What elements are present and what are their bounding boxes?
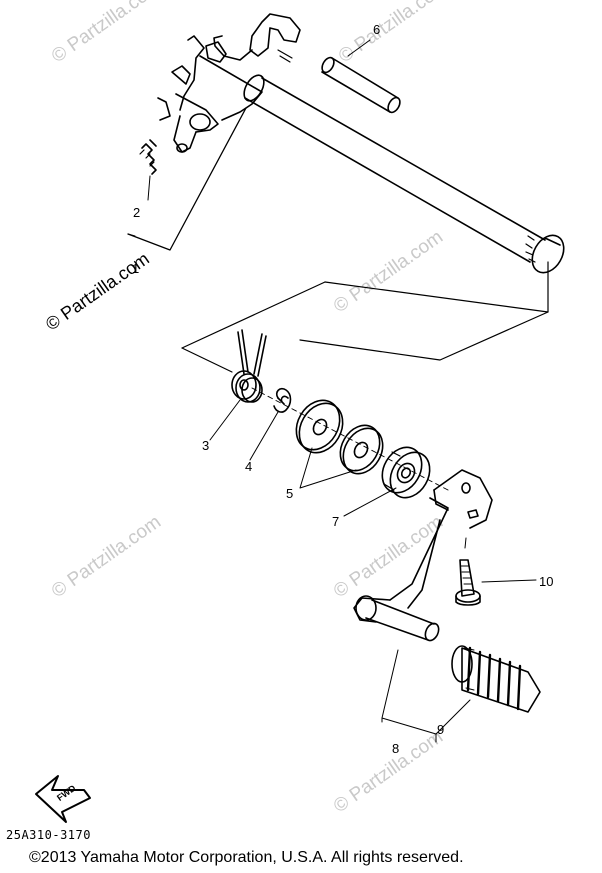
callout-5: 5: [286, 486, 294, 501]
copyright-notice: ©2013 Yamaha Motor Corporation, U.S.A. A…: [29, 849, 464, 866]
diagram-code: 25A310-3170: [6, 828, 91, 842]
callout-10: 10: [539, 574, 554, 589]
callout-2: 2: [133, 205, 141, 220]
circlip-4: [273, 387, 292, 413]
return-spring-small: [139, 139, 157, 175]
shift-shaft: [157, 13, 565, 274]
forward-arrow-icon: [35, 775, 91, 823]
shift-pedal-8: [353, 469, 493, 642]
bolt-10: [455, 537, 537, 606]
oil-seal-7: [381, 446, 431, 499]
callout-4: 4: [245, 459, 253, 474]
callout-3: 3: [202, 438, 210, 453]
return-spring-3: [231, 329, 267, 403]
washer-5a: [295, 399, 344, 454]
callout-9: 9: [437, 722, 445, 737]
pedal-rubber-9: [451, 645, 541, 713]
callout-1: 1: [132, 261, 140, 276]
callout-7: 7: [332, 514, 340, 529]
callout-6: 6: [373, 22, 381, 37]
pin-6: [321, 39, 401, 114]
callout-8: 8: [392, 741, 400, 756]
